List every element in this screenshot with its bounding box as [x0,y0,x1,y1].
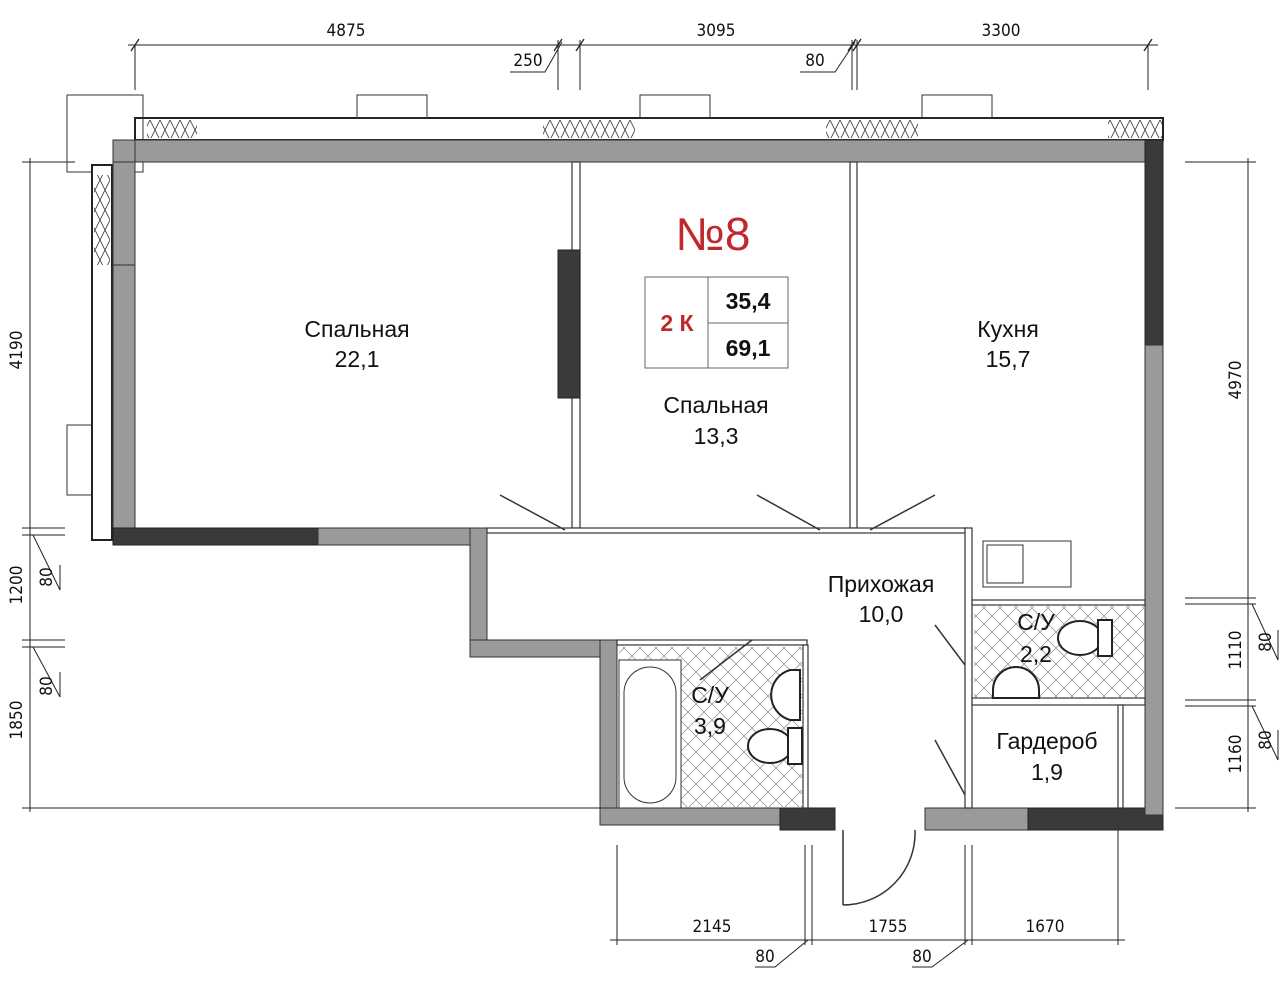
bathtub [618,659,682,809]
dim-left: 4190 [7,331,27,370]
dim-right: 1110 [1226,631,1246,670]
room-labels: Спальная 22,1 Спальная 13,3 Кухня 15,7 П… [304,316,1097,785]
room-area: 2,2 [1020,641,1052,667]
room-name: Гардероб [996,728,1097,754]
dim-right: 1160 [1226,735,1246,774]
dim-right: 80 [1256,730,1276,749]
dim-bottom: 80 [912,947,931,967]
room-name: С/У [691,682,729,708]
dim-top: 4875 [327,21,366,41]
room-area: 3,9 [694,713,726,739]
toilet [747,728,793,764]
walls [112,139,1164,831]
dim-left: 80 [37,567,57,586]
room-area: 1,9 [1031,759,1063,785]
rooms-count: 2 К [660,310,694,336]
dim-right: 80 [1256,632,1276,651]
dim-top: 250 [513,51,542,71]
dim-bottom: 80 [755,947,774,967]
dim-right: 4970 [1226,361,1246,400]
room-name: Прихожая [828,571,935,597]
apartment-number: №8 [676,208,751,260]
sink [770,669,801,721]
room-name: С/У [1017,609,1055,635]
dim-bottom: 1670 [1026,917,1065,937]
dim-top: 80 [805,51,824,71]
room-area: 10,0 [859,601,904,627]
room-name: Спальная [304,316,409,342]
dim-bottom: 1755 [869,917,908,937]
dimension-labels: 4875 250 3095 80 3300 4190 1200 80 80 18… [7,21,1276,967]
dimension-lines [22,38,1279,968]
doors [499,494,966,906]
room-area: 22,1 [335,346,380,372]
room-area: 15,7 [986,346,1031,372]
living-area: 35,4 [726,288,771,314]
room-name: Спальная [663,392,768,418]
room-area: 13,3 [694,423,739,449]
info-table: 2 К 35,4 69,1 [644,276,789,369]
total-area: 69,1 [726,335,771,361]
dim-bottom: 2145 [693,917,732,937]
room-name: Кухня [977,316,1039,342]
dim-top: 3095 [697,21,736,41]
dim-top: 3300 [982,21,1021,41]
dim-left: 1200 [7,566,27,605]
dim-left: 1850 [7,701,27,740]
bathroom-fixtures [618,540,1144,809]
dim-left: 80 [37,676,57,695]
